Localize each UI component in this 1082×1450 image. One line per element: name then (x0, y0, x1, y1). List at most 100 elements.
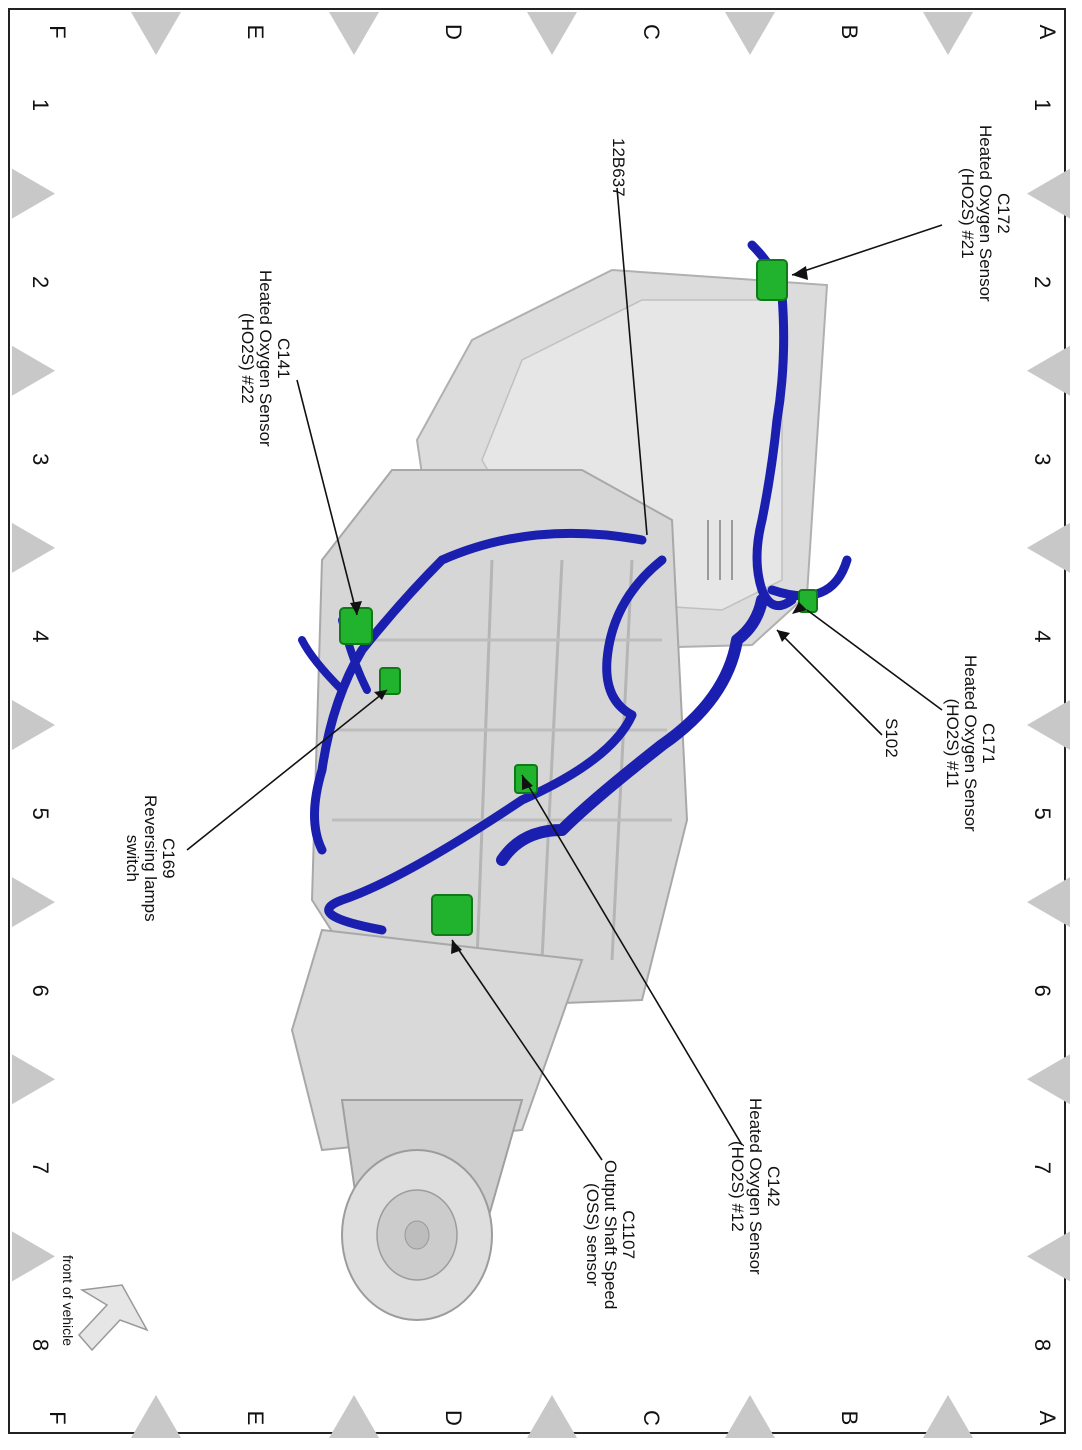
label-s102-line1: S102 (882, 718, 901, 758)
grid-col-top-1: 1 (1030, 98, 1055, 112)
grid-row-right-A: A (1035, 1410, 1060, 1426)
connectors (339, 259, 818, 936)
marker-right-3 (329, 1395, 379, 1438)
marker-left-4 (131, 12, 181, 55)
label-c141: C141 Heated Oxygen Sensor (HO2S) #22 (238, 270, 293, 447)
marker-left-3 (329, 12, 379, 55)
label-c142: C142 Heated Oxygen Sensor (HO2S) #12 (728, 1098, 783, 1275)
marker-top-6 (1027, 1231, 1070, 1282)
marker-left-0 (923, 12, 973, 55)
marker-bottom-3 (12, 700, 55, 750)
marker-top-3 (1027, 700, 1070, 750)
grid-col-top-7: 7 (1030, 1161, 1055, 1174)
label-c169-line2: Reversing lamps (141, 795, 160, 922)
transmission-housing (290, 268, 829, 1321)
grid-row-right-C: C (639, 1410, 664, 1426)
front-arrow-icon (77, 1284, 149, 1352)
label-c1107-line1: C1107 (619, 1210, 638, 1260)
marker-bottom-6 (12, 1231, 55, 1282)
label-s102: S102 (882, 718, 901, 758)
label-c169-line1: C169 (159, 837, 178, 879)
marker-bottom-0 (12, 168, 55, 219)
grid-row-left-D: D (441, 24, 466, 40)
marker-top-5 (1027, 1054, 1070, 1105)
label-c169-line3: switch (123, 834, 142, 882)
leader-12b637 (616, 187, 648, 536)
label-c142-line1: C142 (764, 1166, 783, 1207)
label-c172-line3: (HO2S) #21 (958, 168, 977, 259)
grid-markers (12, 12, 1070, 1438)
leader-c169 (186, 689, 388, 851)
label-c141-line3: (HO2S) #22 (238, 313, 257, 404)
label-c171: C171 Heated Oxygen Sensor (HO2S) #11 (943, 655, 998, 832)
grid-row-left-E: E (243, 24, 268, 40)
leader-arrowheads (350, 266, 808, 954)
marker-bottom-4 (12, 877, 55, 928)
grid-col-top-4: 4 (1030, 630, 1055, 643)
marker-bottom-2 (12, 522, 55, 573)
label-c142-line2: Heated Oxygen Sensor (746, 1098, 765, 1275)
marker-top-0 (1027, 168, 1070, 219)
marker-top-2 (1027, 522, 1070, 573)
label-c171-line2: Heated Oxygen Sensor (961, 655, 980, 832)
label-12b637: 12B637 (609, 138, 628, 197)
label-c141-line2: Heated Oxygen Sensor (256, 270, 275, 447)
marker-left-1 (725, 12, 775, 55)
leader-c141 (296, 379, 358, 616)
grid-col-top-8: 8 (1030, 1338, 1055, 1352)
label-c1107-line3: (OSS) sensor (583, 1183, 602, 1287)
connector-c169 (379, 667, 401, 695)
grid-col-bottom-5: 5 (28, 807, 53, 820)
grid-col-bottom-3: 3 (28, 453, 53, 466)
marker-top-4 (1027, 877, 1070, 928)
marker-left-2 (527, 12, 577, 55)
grid-col-top-2: 2 (1030, 276, 1055, 289)
label-c172-line2: Heated Oxygen Sensor (976, 125, 995, 302)
grid-row-right-F: F (45, 1411, 70, 1425)
label-c172: C172 Heated Oxygen Sensor (HO2S) #21 (958, 125, 1013, 302)
grid-col-top-3: 3 (1030, 453, 1055, 466)
grid-row-right-B: B (837, 1410, 862, 1426)
grid-row-left-A: A (1035, 24, 1060, 40)
label-c171-line3: (HO2S) #11 (943, 698, 962, 789)
grid-col-top-5: 5 (1030, 807, 1055, 820)
label-c1107: C1107 Output Shaft Speed (OSS) sensor (583, 1160, 638, 1309)
connector-c1107 (431, 894, 473, 936)
leader-c171 (806, 609, 943, 711)
label-12b637-line1: 12B637 (609, 138, 628, 197)
leader-c172 (791, 224, 943, 276)
front-of-vehicle-note: front of vehicle (60, 1255, 76, 1347)
marker-bottom-1 (12, 345, 55, 396)
grid-col-bottom-6: 6 (28, 984, 53, 997)
grid-col-bottom-1: 1 (28, 98, 53, 112)
grid-row-left-C: C (639, 24, 664, 40)
leader-c142 (521, 774, 743, 1146)
grid-row-left-F: F (45, 25, 70, 39)
grid-col-bottom-2: 2 (28, 276, 53, 289)
label-c141-line1: C141 (274, 338, 293, 379)
marker-right-2 (527, 1395, 577, 1438)
leader-s102 (776, 629, 883, 736)
marker-right-4 (131, 1395, 181, 1438)
leader-c1107 (451, 939, 603, 1161)
label-c169: C169 Reversing lamps switch (123, 795, 178, 922)
leader-lines (186, 187, 943, 1161)
grid-col-bottom-8: 8 (28, 1338, 53, 1352)
grid-col-bottom-4: 4 (28, 630, 53, 643)
marker-right-0 (923, 1395, 973, 1438)
grid-col-bottom-7: 7 (28, 1161, 53, 1174)
marker-right-1 (725, 1395, 775, 1438)
marker-top-1 (1027, 345, 1070, 396)
grid-row-right-E: E (243, 1410, 268, 1426)
connector-c172 (756, 259, 788, 301)
label-c142-line3: (HO2S) #12 (728, 1141, 747, 1232)
marker-bottom-5 (12, 1054, 55, 1105)
grid-row-right-D: D (441, 1410, 466, 1426)
label-c172-line1: C172 (994, 193, 1013, 234)
label-c171-line1: C171 (979, 723, 998, 764)
grid-row-left-B: B (837, 24, 862, 40)
grid-col-top-6: 6 (1030, 984, 1055, 997)
